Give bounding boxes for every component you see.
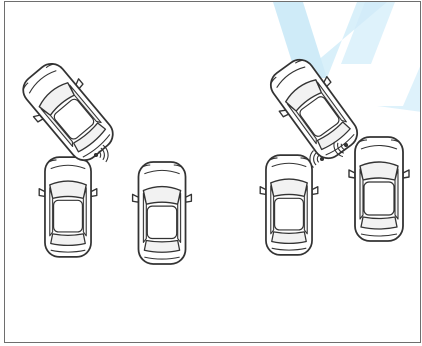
parked-car-right-front — [260, 155, 318, 255]
figure-frame — [4, 1, 421, 343]
maneuvering-car-right — [260, 50, 367, 167]
parked-car-left-rear — [133, 162, 192, 264]
right-scene — [260, 50, 409, 254]
parked-car-left-front — [39, 157, 97, 257]
parked-car-right-rear — [349, 137, 409, 241]
left-scene — [13, 54, 192, 264]
parking-diagram — [5, 2, 421, 343]
maneuvering-car-left — [13, 54, 124, 170]
